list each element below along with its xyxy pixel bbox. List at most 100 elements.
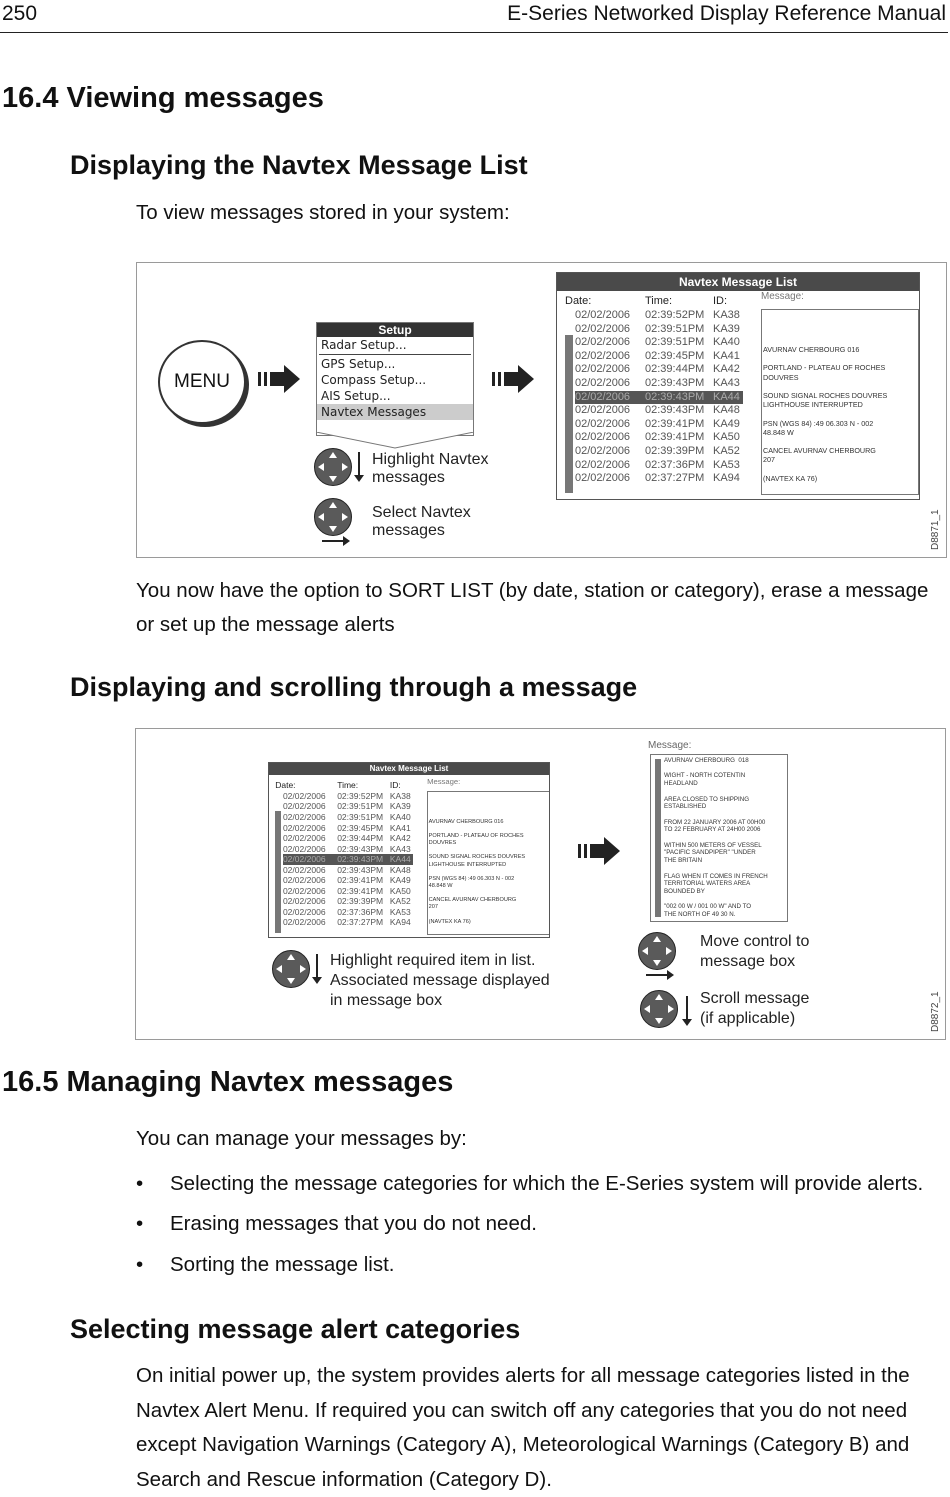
setup-title: Setup [317, 323, 473, 337]
scrollbar[interactable] [655, 759, 661, 917]
message-line: THE NORTH OF 49 30 N. [664, 911, 736, 918]
list-cell: 02/02/2006 [282, 917, 326, 928]
trackpad-icon [272, 950, 310, 988]
alert-paragraph: On initial power up, the system provides… [136, 1364, 910, 1491]
list-cell: 02:37:36PM [337, 906, 384, 917]
message-line: 207 [763, 455, 775, 465]
subheading-display-list: Displaying the Navtex Message List [70, 150, 528, 180]
list-cell: 02:39:44PM [645, 363, 705, 376]
message-line: FLAG WHEN IT COMES IN FRENCH [664, 872, 768, 880]
list-cell: KA39 [389, 801, 411, 812]
list-cell: 02/02/2006 [575, 377, 631, 389]
list-cell: 02:39:52PM [645, 309, 705, 321]
message-line: TO 22 FEBRUARY AT 24H00 2006 [664, 826, 761, 834]
list-cell: 02:39:51PM [337, 811, 384, 822]
figure-id: D8871_1 [930, 509, 941, 550]
list-cell: 02:39:43PM [337, 864, 384, 875]
page-header: 250 E-Series Networked Display Reference… [0, 0, 948, 33]
section-heading-16-4: 16.4 Viewing messages [2, 82, 324, 114]
list-cell: KA42 [389, 833, 411, 844]
right-arrow-icon [646, 970, 674, 980]
list-cell: 02/02/2006 [575, 336, 631, 349]
right-arrow-icon [258, 365, 300, 393]
list-cell: 02:39:39PM [337, 896, 384, 907]
message-line: PSN (WGS 84) :49 06.303 N - 002 [428, 875, 515, 882]
list-cell: KA49 [713, 417, 740, 430]
list-cell: KA38 [713, 309, 740, 321]
subheading-alert-categories: Selecting message alert categories [70, 1314, 521, 1344]
col-id: ID: [389, 780, 401, 791]
message-line: 48.848 W [428, 882, 453, 889]
list-cell: KA48 [389, 864, 411, 875]
list-cell: 02:39:43PM [337, 843, 384, 854]
message-line: FROM 22 JANUARY 2006 AT 00H00 [664, 818, 766, 826]
setup-item-radar[interactable]: Radar Setup... [321, 338, 407, 352]
list-cell: 02/02/2006 [282, 811, 326, 822]
list-cell: 02/02/2006 [575, 445, 631, 457]
col-date: Date: [565, 295, 592, 307]
setup-item-ais[interactable]: AIS Setup... [321, 389, 391, 403]
message-line: LIGHTHOUSE INTERRUPTED [763, 400, 863, 410]
col-id: ID: [713, 295, 728, 307]
list-cell: 02/02/2006 [282, 801, 326, 812]
list-cell: KA39 [713, 322, 740, 335]
message-box [427, 790, 549, 936]
message-line: "PACIFIC SANDPIPER" "UNDER [664, 849, 756, 857]
list-cell: KA42 [713, 363, 740, 376]
list-cell: 02:37:36PM [645, 458, 705, 471]
list-cell: 02:39:45PM [337, 822, 384, 833]
navtex-message-list-screen-small: Navtex Message List Date:Time:ID:Message… [268, 762, 550, 938]
list-row[interactable]: 02/02/2006 02:39:51PM KA40 [575, 336, 743, 350]
setup-item-navtex[interactable]: Navtex Messages [317, 404, 473, 420]
list-cell: 02/02/2006 [575, 472, 631, 485]
list-cell: 02/02/2006 [575, 349, 631, 362]
message-line: LIGHTHOUSE INTERRUPTED [428, 861, 507, 868]
list-cell: 02/02/2006 [282, 896, 326, 907]
figure-id: D8872_1 [930, 991, 941, 1032]
list-cell: KA41 [389, 822, 411, 833]
section-heading-16-5: 16.5 Managing Navtex messages [2, 1066, 454, 1098]
list-cell: 02:39:39PM [645, 445, 705, 457]
list-cell: KA49 [389, 875, 411, 886]
list-cell: 02/02/2006 [575, 390, 631, 403]
scrollbar [275, 811, 282, 934]
trackpad-icon [640, 990, 678, 1028]
setup-item-compass[interactable]: Compass Setup... [321, 373, 427, 387]
list-cell: KA94 [713, 472, 740, 485]
setup-item-gps[interactable]: GPS Setup... [321, 357, 396, 371]
list-cell: KA40 [713, 336, 740, 349]
page-number: 250 [2, 2, 38, 25]
col-date: Date: [275, 780, 296, 791]
trackpad-icon [314, 448, 352, 486]
list-cell: 02:39:51PM [645, 336, 705, 349]
message-line: DOUVRES [763, 372, 799, 382]
list-cell: 02:39:41PM [645, 417, 705, 430]
